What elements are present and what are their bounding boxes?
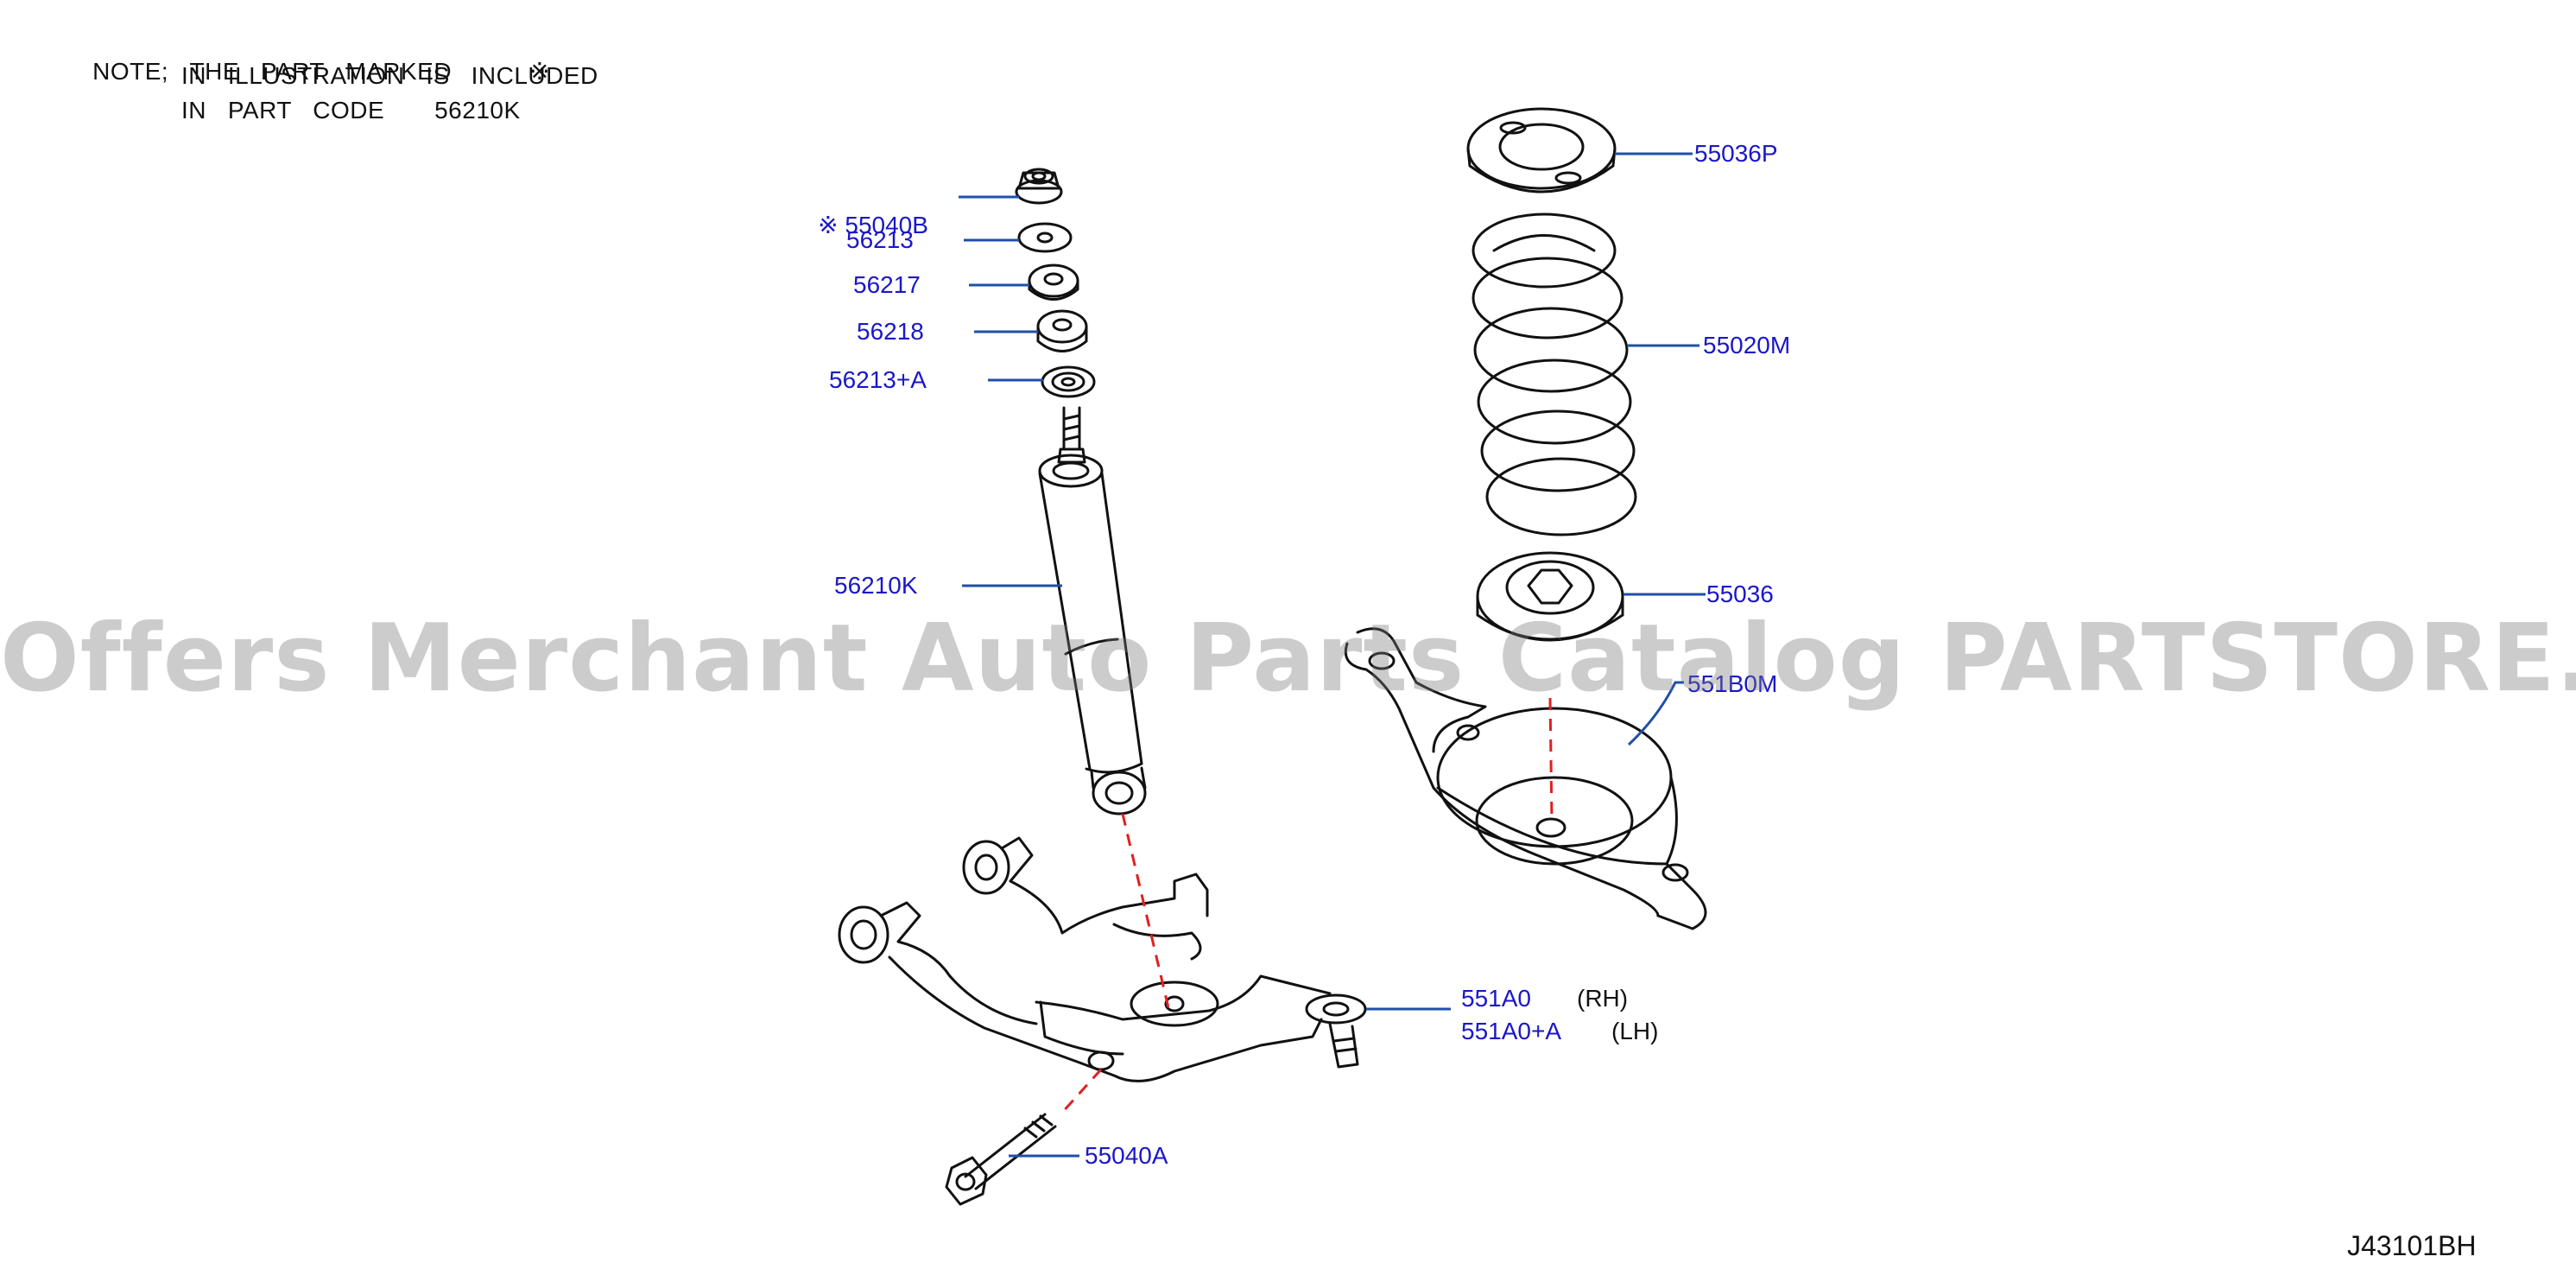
- lower-seat-drawing: [1476, 551, 1624, 642]
- watermark: Offers Merchant Auto Parts Catalog PARTS…: [0, 605, 2576, 713]
- bushing-56218-drawing: [1036, 309, 1088, 352]
- bushing-56217-drawing: [1028, 263, 1079, 301]
- part-label-55040b[interactable]: ※ 55040B: [791, 183, 928, 267]
- center-lines: [1059, 697, 1554, 1116]
- upper-seat-drawing: [1466, 107, 1617, 194]
- nut-55040b-drawing: [1015, 168, 1063, 205]
- part-label-551b0m[interactable]: 551B0M: [1687, 670, 1778, 697]
- part-label-551a0a[interactable]: 551A0+A: [1461, 1018, 1561, 1044]
- note-line-3: IN PART CODE 56210K: [181, 97, 521, 124]
- note-line-1: NOTE; THE PART MARKED ※: [64, 29, 550, 113]
- part-label-56213a[interactable]: 56213+A: [829, 366, 927, 393]
- shock-absorber-drawing: [1038, 406, 1147, 816]
- included-mark-icon: ※: [818, 211, 839, 239]
- part-label-551a0[interactable]: 551A0: [1461, 985, 1531, 1012]
- part-label-56217[interactable]: 56217: [853, 271, 921, 298]
- side-rh-label: (RH): [1577, 985, 1629, 1012]
- part-label-55036[interactable]: 55036: [1706, 581, 1774, 607]
- note-line-1-text: NOTE; THE PART MARKED: [92, 58, 453, 85]
- lower-link-drawing: [1344, 627, 1707, 930]
- leader-lines: [959, 152, 1706, 1158]
- washer-56213-drawing: [1017, 222, 1073, 253]
- coil-spring-drawing: [1472, 213, 1637, 536]
- part-label-56210k[interactable]: 56210K: [834, 572, 918, 599]
- part-label-55020m[interactable]: 55020M: [1703, 332, 1791, 359]
- part-label-56218[interactable]: 56218: [857, 318, 924, 345]
- side-lh-label: (LH): [1611, 1018, 1659, 1044]
- part-label-55040a[interactable]: 55040A: [1085, 1142, 1168, 1169]
- lower-arm-drawing: [838, 836, 1367, 1082]
- washer-56213a-drawing: [1041, 365, 1096, 398]
- part-label-56213[interactable]: 56213: [846, 226, 914, 253]
- part-label-55036p[interactable]: 55036P: [1694, 140, 1778, 167]
- note-mark-symbol: ※: [529, 57, 551, 86]
- part-number: 55040B: [845, 212, 928, 238]
- bolt-55040a-drawing: [945, 1113, 1057, 1206]
- note-line-2: IN ILLUSTRATION IS INCLUDED: [181, 62, 598, 89]
- diagram-code: J43101BH: [2347, 1230, 2477, 1261]
